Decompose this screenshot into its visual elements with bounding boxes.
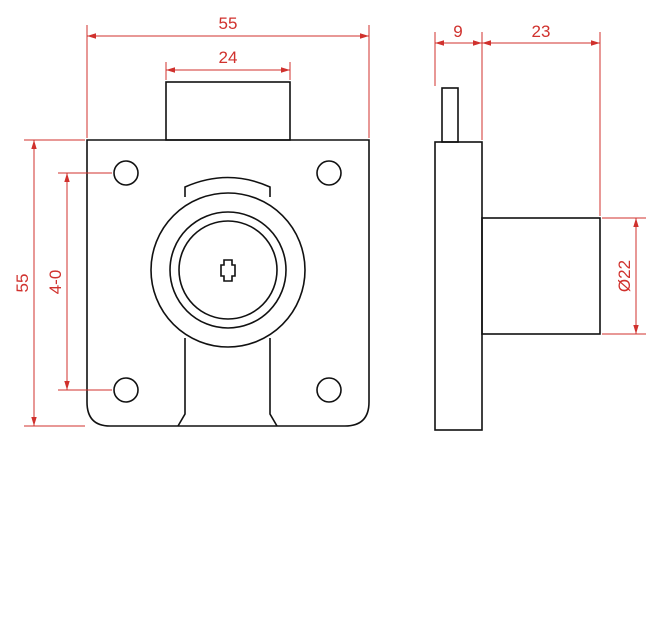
dimension-cylinder-diameter: Ø22 (602, 217, 646, 335)
side-cylinder (481, 217, 601, 335)
dimension-hole-spacing: 4-0 (46, 172, 112, 391)
cylinder-middle-ring (169, 211, 287, 329)
mounting-hole-top-right (316, 160, 342, 186)
side-bolt (441, 87, 459, 143)
mounting-plate (86, 139, 370, 427)
mounting-hole-bottom-left (113, 377, 139, 403)
bolt-block (165, 81, 291, 141)
dim-label-front-width: 55 (219, 14, 238, 33)
dim-label-hole-spacing: 4-0 (46, 270, 65, 295)
dimension-bolt-width: 24 (165, 48, 291, 80)
dim-label-side-cylinder-length: 23 (532, 22, 551, 41)
dim-label-bolt-width: 24 (219, 48, 238, 67)
dimension-side-plate-thickness: 9 (434, 22, 483, 140)
dim-label-cylinder-diameter: Ø22 (615, 260, 634, 292)
side-view (434, 87, 601, 431)
cylinder-inner-ring (178, 220, 278, 320)
dimension-front-height: 55 (13, 139, 85, 427)
keyhole-icon (220, 259, 236, 282)
dimension-side-cylinder-length: 23 (482, 22, 601, 216)
dimension-front-width: 55 (86, 14, 370, 138)
mounting-hole-bottom-right (316, 377, 342, 403)
dim-label-side-plate-thickness: 9 (453, 22, 462, 41)
dim-label-front-height: 55 (13, 274, 32, 293)
lower-bolt-body-right (269, 338, 278, 427)
front-view (86, 81, 370, 427)
cylinder-outer-ring (150, 192, 306, 348)
side-plate (434, 141, 483, 431)
mounting-hole-top-left (113, 160, 139, 186)
lower-bolt-body (177, 338, 186, 427)
cylinder-housing-top (184, 176, 271, 197)
